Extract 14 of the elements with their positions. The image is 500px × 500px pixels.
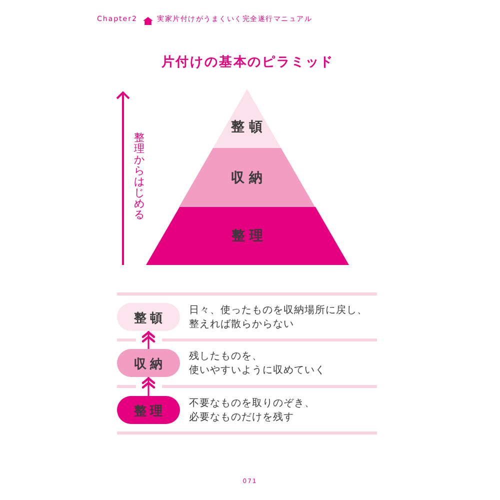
tier-label: 整理	[230, 228, 268, 244]
diagram-title: 片付けの基本のピラミッド	[160, 55, 334, 71]
description-text: 不要なものを取りのぞき、必要なものだけを残す	[189, 397, 316, 425]
tier-label: 収納	[230, 170, 267, 186]
description-text: 日々、使ったものを収納場所に戻し、整えれば散らからない	[189, 304, 368, 332]
category-tag	[117, 396, 180, 424]
tier-label: 整頓	[230, 119, 267, 135]
category-tag	[117, 303, 180, 331]
side-label: 整理からはじめる	[134, 133, 145, 221]
tag-label: 収納	[133, 356, 166, 370]
tag-label: 整理	[133, 402, 166, 418]
category-tag	[117, 349, 180, 377]
tag-label: 整頓	[133, 310, 166, 324]
description-text: 残したものを、使いやすいように収めていく	[189, 350, 326, 378]
